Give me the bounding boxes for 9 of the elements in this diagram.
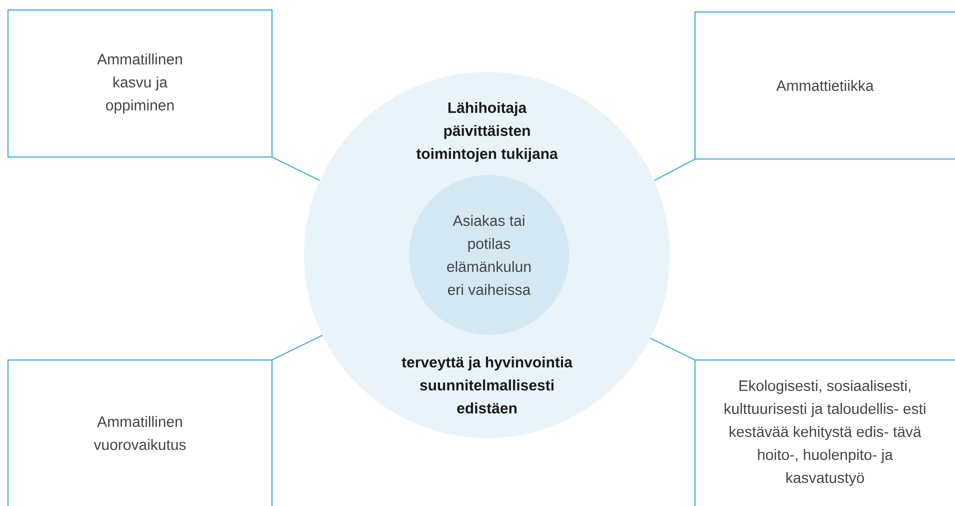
connector-line [272, 334, 323, 360]
connector-line [272, 156, 320, 181]
text-box: Ammatillinen vuorovaikutus [8, 360, 272, 506]
connector-line [650, 338, 696, 360]
text-box: Ammatillinen kasvu ja oppiminen [8, 10, 272, 158]
text-box: Ekologisesti, sosiaalisesti, kulttuurisesti ja taloudellis- esti kestävää kehitystä edis- tävä hoito-, huolenpito- ja kasvatustyö [694, 360, 955, 506]
connector-line [654, 158, 696, 181]
text-box: Ammattietiikka [694, 12, 955, 160]
innercircle: Asiakas tai potilas elämänkulun eri vaiheissa [409, 175, 569, 335]
